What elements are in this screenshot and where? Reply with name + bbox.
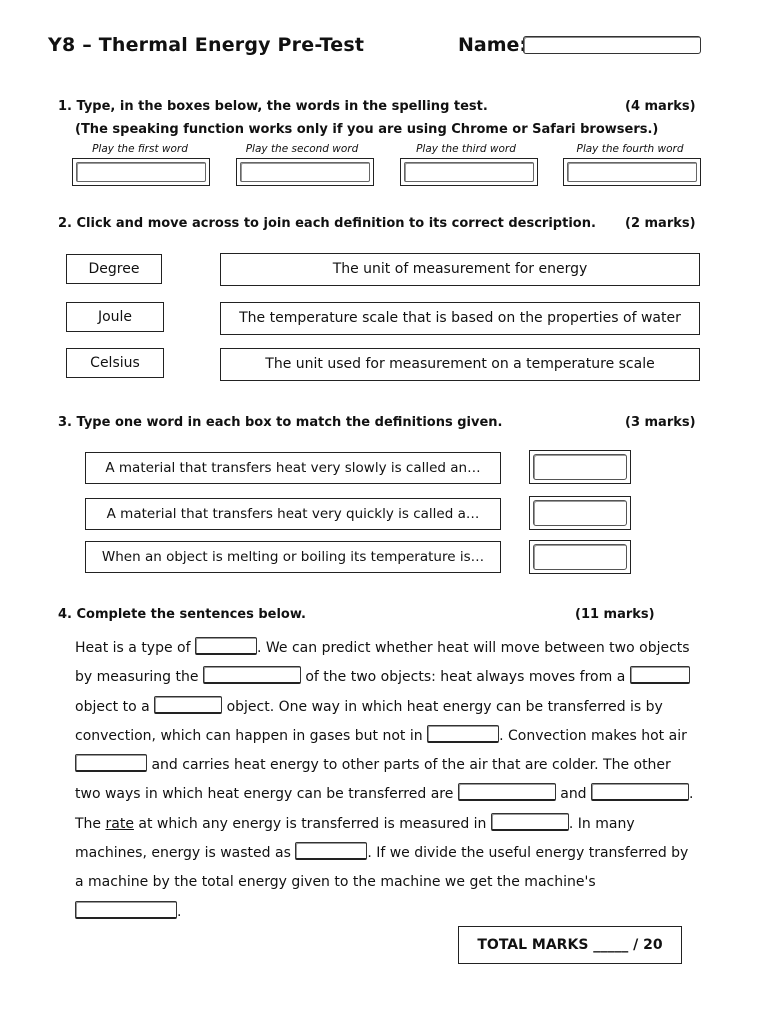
definition-conductor: A material that transfers heat very quic… [85,498,501,530]
cloze-text: . [177,903,182,920]
cloze-text: two ways in which heat energy can be tra… [75,786,454,803]
cloze-text: a machine by the total energy given to t… [75,874,596,891]
spelling-box-2[interactable] [236,158,374,186]
spelling-box-1[interactable] [72,158,210,186]
blank-efficiency[interactable] [75,900,177,919]
cloze-text: . If we divide the useful energy transfe… [367,845,689,862]
answer-box-1[interactable] [529,450,631,484]
q1-prompt: 1. Type, in the boxes below, the words i… [58,99,488,114]
answer-box-3[interactable] [529,540,631,574]
term-degree[interactable]: Degree [66,254,162,284]
cloze-line-3: object to a object. One way in which hea… [75,693,695,722]
cloze-line-8: machines, energy is wasted as . If we di… [75,839,695,868]
answer-input-2[interactable] [533,500,627,526]
cloze-text: and carries heat energy to other parts o… [151,757,671,774]
blank-radiation[interactable] [591,783,690,802]
play-second-word-link[interactable]: Play the second word [245,143,359,155]
blank-watts[interactable] [490,812,569,831]
blank-rise[interactable] [75,754,147,773]
q3-marks: (3 marks) [625,415,696,430]
q3-prompt: 3. Type one word in each box to match th… [58,415,503,430]
cloze-line-9: a machine by the total energy given to t… [75,868,695,927]
cloze-text: by measuring the [75,669,199,686]
definition-constant: When an object is melting or boiling its… [85,541,501,573]
cloze-text: Heat is a type of [75,640,191,656]
blank-cold[interactable] [154,695,223,714]
cloze-line-5: and carries heat energy to other parts o… [75,751,695,780]
blank-energy-type[interactable] [195,637,257,655]
blank-conduction[interactable] [457,783,556,802]
cloze-text: machines, energy is wasted as [75,845,291,862]
q2-marks: (2 marks) [625,216,696,231]
total-marks-box: TOTAL MARKS _____ / 20 [458,926,682,964]
play-first-word-link[interactable]: Play the first word [92,143,188,155]
description-temperature-scale[interactable]: The temperature scale that is based on t… [220,302,700,335]
blank-hot[interactable] [629,666,690,685]
cloze-line-2: by measuring the of the two objects: hea… [75,663,695,692]
spelling-box-3[interactable] [400,158,538,186]
spelling-input-3[interactable] [404,162,534,182]
term-celsius[interactable]: Celsius [66,348,164,378]
q4-prompt: 4. Complete the sentences below. [58,607,306,622]
cloze-text: convection, which can happen in gases bu… [75,727,423,744]
cloze-text: . We can predict whether heat will move … [257,640,690,656]
blank-heat[interactable] [295,842,368,861]
term-joule[interactable]: Joule [66,302,164,332]
cloze-text: at which any energy is transferred is me… [138,815,487,832]
cloze-text: object. One way in which heat energy can… [226,698,663,715]
spelling-input-4[interactable] [567,162,697,182]
cloze-line-7: The rate at which any energy is transfer… [75,810,695,839]
play-third-word-link[interactable]: Play the third word [416,143,516,155]
cloze-text-rate: rate [105,815,134,832]
cloze-text: of the two objects: heat always moves fr… [305,669,626,686]
name-label: Name: [458,34,528,56]
q2-prompt: 2. Click and move across to join each de… [58,216,596,231]
cloze-line-6: two ways in which heat energy can be tra… [75,780,695,809]
definition-insulator: A material that transfers heat very slow… [85,452,501,484]
cloze-text: . Convection makes hot air [499,727,687,744]
spelling-input-2[interactable] [240,162,370,182]
cloze-line-1: Heat is a type of . We can predict wheth… [75,634,695,663]
cloze-text: and [560,786,587,803]
cloze-paragraph: Heat is a type of . We can predict wheth… [75,634,695,927]
cloze-line-4: convection, which can happen in gases bu… [75,722,695,751]
description-energy-unit[interactable]: The unit of measurement for energy [220,253,700,286]
answer-input-3[interactable] [533,544,627,570]
blank-solids[interactable] [427,724,500,743]
page-title: Y8 – Thermal Energy Pre-Test [48,34,365,56]
answer-input-1[interactable] [533,454,627,480]
play-fourth-word-link[interactable]: Play the fourth word [576,143,684,155]
answer-box-2[interactable] [529,496,631,530]
q1-note: (The speaking function works only if you… [75,122,659,137]
description-temperature-unit[interactable]: The unit used for measurement on a tempe… [220,348,700,381]
cloze-text: The [75,815,102,832]
q4-marks: (11 marks) [575,607,655,622]
q1-marks: (4 marks) [625,99,696,114]
spelling-input-1[interactable] [76,162,206,182]
spelling-box-4[interactable] [563,158,701,186]
blank-temperature[interactable] [202,666,301,685]
cloze-text: . [689,786,694,803]
cloze-text: object to a [75,698,150,715]
cloze-text: . In many [568,815,635,832]
name-input[interactable] [523,36,701,54]
